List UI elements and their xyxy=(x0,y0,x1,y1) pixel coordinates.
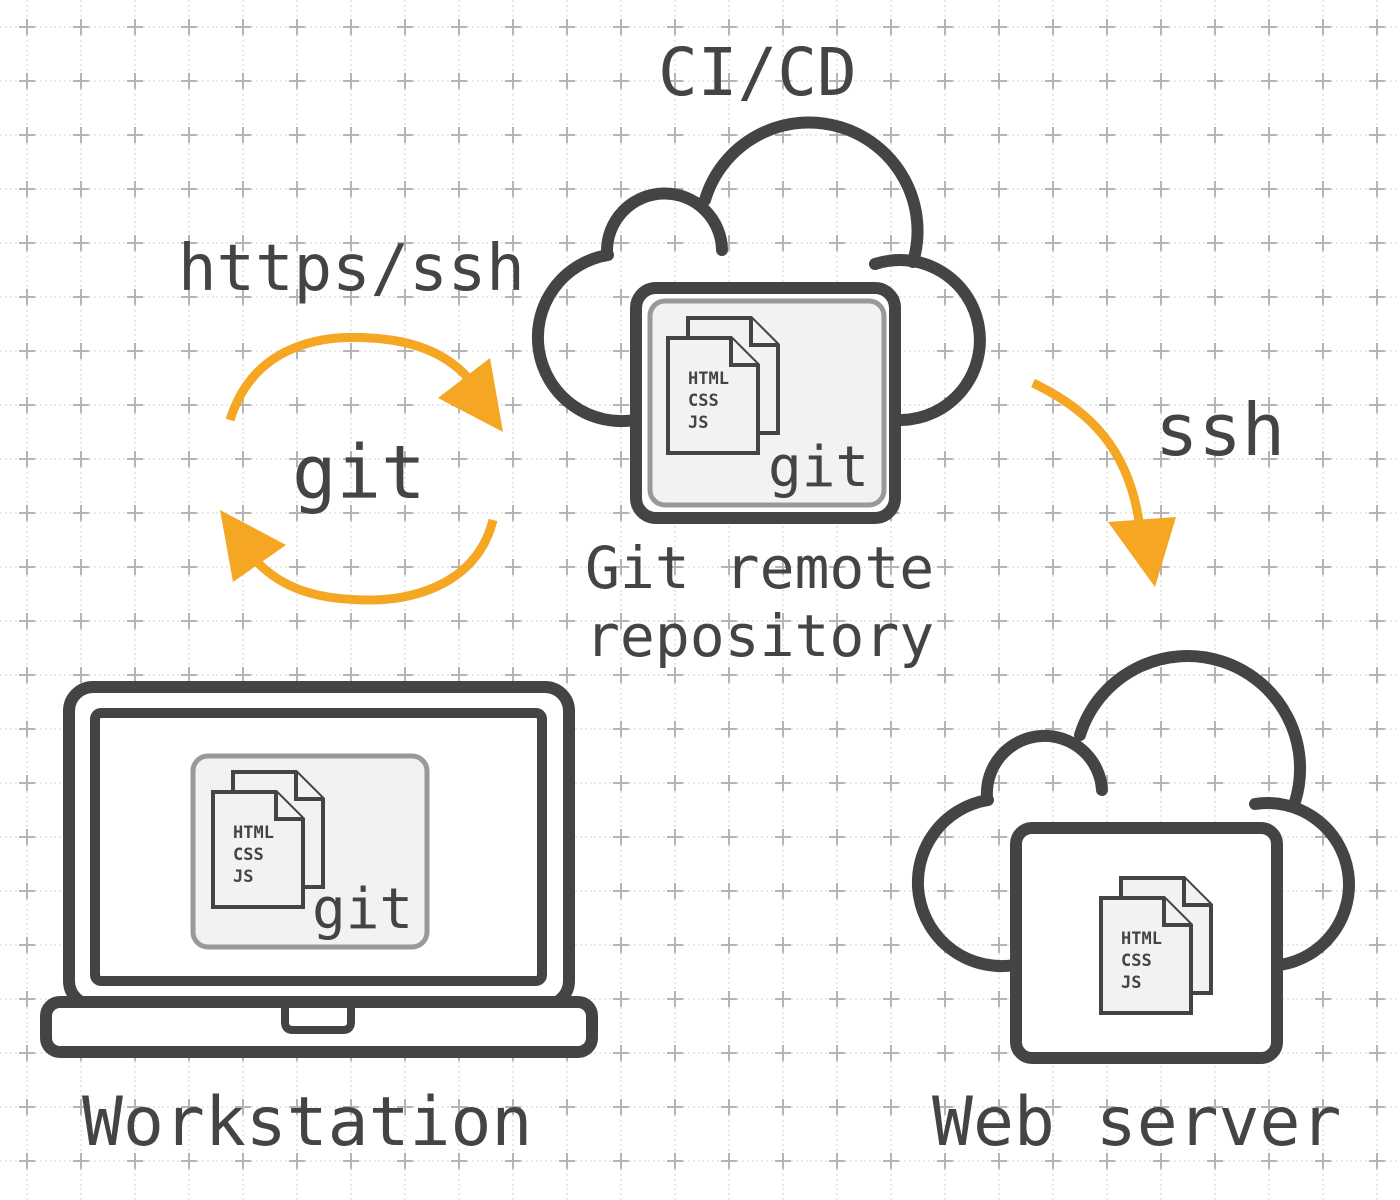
git-sync-label: git xyxy=(292,430,426,516)
svg-text:HTML: HTML xyxy=(1121,929,1162,949)
title-cicd: CI/CD xyxy=(658,34,857,111)
arrow-icon xyxy=(1031,378,1176,587)
document-stack-icon: HTML CSS JS xyxy=(211,770,325,909)
workstation-git-badge: git xyxy=(312,877,413,942)
remote-label-line1: Git remote xyxy=(585,534,934,602)
workstation-label: Workstation xyxy=(82,1083,532,1162)
svg-text:JS: JS xyxy=(233,867,253,887)
svg-text:CSS: CSS xyxy=(688,391,719,411)
document-stack-icon: HTML CSS JS xyxy=(1099,876,1213,1015)
repo-git-badge: git xyxy=(768,435,869,500)
cycle-arrows-icon xyxy=(220,332,503,605)
svg-text:CSS: CSS xyxy=(1121,951,1152,971)
svg-text:CSS: CSS xyxy=(233,845,264,865)
remote-label-line2: repository xyxy=(585,602,934,670)
svg-text:HTML: HTML xyxy=(233,823,274,843)
https-ssh-label: https/ssh xyxy=(178,232,525,306)
svg-text:JS: JS xyxy=(688,413,708,433)
document-stack-icon: HTML CSS JS xyxy=(666,316,780,455)
ssh-label: ssh xyxy=(1155,388,1285,472)
web-server-label: Web server xyxy=(932,1083,1341,1162)
svg-text:JS: JS xyxy=(1121,973,1141,993)
svg-text:HTML: HTML xyxy=(688,369,729,389)
